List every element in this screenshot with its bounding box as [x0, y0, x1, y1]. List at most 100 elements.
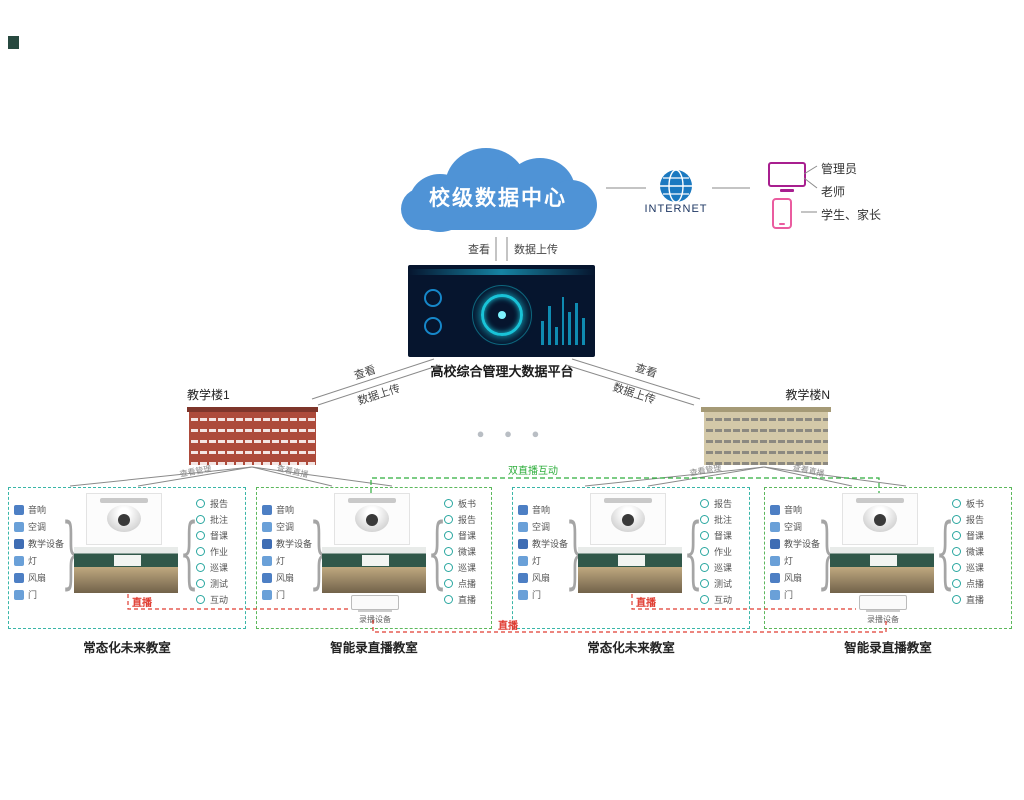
classroom-type-label: 常态化未来教室: [83, 641, 171, 655]
function-circle-icon: [196, 562, 205, 572]
classroom-type-label: 智能录直播教室: [330, 641, 418, 655]
device-label: 灯: [276, 556, 286, 566]
camera-dome: [355, 505, 389, 532]
function-circle-icon: [952, 514, 961, 524]
cloud-base: [401, 188, 595, 230]
function-circle-icon: [700, 514, 709, 524]
function-circle-icon: [444, 594, 453, 604]
function-circle-icon: [700, 594, 709, 604]
light-device-icon: [770, 555, 780, 566]
device-label: 风扇: [784, 573, 803, 583]
device-item: 灯: [518, 552, 568, 569]
device-label: 音响: [784, 505, 803, 515]
device-label: 教学设备: [784, 539, 821, 549]
function-item: 巡课: [196, 559, 228, 575]
classroom-panel: 音响 空调 教学设备 灯 风扇 门 }: [764, 487, 1012, 657]
function-item: 批注: [196, 511, 228, 527]
function-item: 报告: [196, 495, 228, 511]
function-item: 点播: [444, 575, 476, 591]
device-label: 教学设备: [532, 539, 569, 549]
recorder-label: 录播设备: [359, 615, 391, 624]
function-circle-icon: [952, 546, 961, 556]
light-device-icon: [518, 555, 528, 566]
function-circle-icon: [700, 546, 709, 556]
device-item: 空调: [770, 518, 820, 535]
device-item: 教学设备: [518, 535, 568, 552]
device-label: 教学设备: [276, 539, 313, 549]
function-list: 报告 批注 督课 作业 巡课 测试: [700, 495, 732, 607]
function-item: 督课: [196, 527, 228, 543]
function-circle-icon: [952, 594, 961, 604]
device-item: 门: [262, 586, 312, 603]
function-item: 批注: [700, 511, 732, 527]
fan-device-icon: [770, 572, 780, 583]
device-item: 音响: [770, 501, 820, 518]
device-list: 音响 空调 教学设备 灯 风扇 门: [262, 501, 312, 603]
device-item: 音响: [518, 501, 568, 518]
function-label: 点播: [458, 578, 477, 589]
function-circle-icon: [196, 578, 205, 588]
device-item: 风扇: [262, 569, 312, 586]
dashboard-ring-outer: [471, 284, 532, 345]
functions-brace: {: [683, 507, 703, 599]
user-label-admin: 管理员: [821, 162, 858, 176]
light-device-icon: [14, 555, 24, 566]
function-item: 督课: [952, 527, 984, 543]
speaker-device-icon: [518, 504, 528, 515]
function-item: 板书: [444, 495, 476, 511]
device-list: 音响 空调 教学设备 灯 风扇 门: [14, 501, 64, 603]
function-item: 互动: [196, 591, 228, 607]
function-label: 巡课: [458, 562, 477, 573]
function-label: 板书: [966, 498, 985, 509]
camera-mount: [856, 498, 904, 503]
function-circle-icon: [700, 530, 709, 540]
function-item: 巡课: [952, 559, 984, 575]
air-conditioner-device-icon: [770, 521, 780, 532]
fan-device-icon: [14, 572, 24, 583]
teaching-equipment-device-icon: [14, 538, 24, 549]
fan-device-icon: [518, 572, 528, 583]
function-item: 报告: [700, 495, 732, 511]
device-label: 门: [28, 590, 38, 600]
device-item: 门: [518, 586, 568, 603]
function-circle-icon: [196, 530, 205, 540]
internet-label: INTERNET: [644, 203, 708, 215]
function-item: 报告: [444, 511, 476, 527]
function-circle-icon: [952, 578, 961, 588]
recorder-box-image: [351, 595, 399, 612]
function-label: 直播: [966, 594, 985, 605]
function-label: 批注: [210, 514, 229, 525]
function-list: 板书 报告 督课 微课 巡课 点播: [952, 495, 984, 607]
device-label: 风扇: [28, 573, 47, 583]
function-item: 作业: [196, 543, 228, 559]
building-1-photo: [186, 406, 319, 465]
function-label: 测试: [714, 578, 733, 589]
speaker-device-icon: [770, 504, 780, 515]
device-item: 教学设备: [262, 535, 312, 552]
function-item: 测试: [196, 575, 228, 591]
speaker-device-icon: [14, 504, 24, 515]
function-label: 督课: [458, 530, 477, 541]
door-device-icon: [518, 589, 528, 600]
device-label: 音响: [28, 505, 47, 515]
function-item: 板书: [952, 495, 984, 511]
function-item: 点播: [952, 575, 984, 591]
camera-dome: [863, 505, 897, 532]
device-item: 风扇: [14, 569, 64, 586]
camera-mount: [604, 498, 652, 503]
device-label: 风扇: [276, 573, 295, 583]
function-label: 报告: [458, 514, 477, 525]
function-item: 巡课: [700, 559, 732, 575]
function-label: 巡课: [210, 562, 229, 573]
function-circle-icon: [196, 498, 205, 508]
classroom-photo: [74, 547, 178, 593]
dome-camera-image: [590, 493, 666, 545]
function-circle-icon: [700, 562, 709, 572]
function-circle-icon: [700, 498, 709, 508]
function-item: 巡课: [444, 559, 476, 575]
function-item: 直播: [952, 591, 984, 607]
function-circle-icon: [952, 530, 961, 540]
device-label: 门: [784, 590, 794, 600]
recorder-box-image: [859, 595, 907, 612]
device-item: 音响: [262, 501, 312, 518]
